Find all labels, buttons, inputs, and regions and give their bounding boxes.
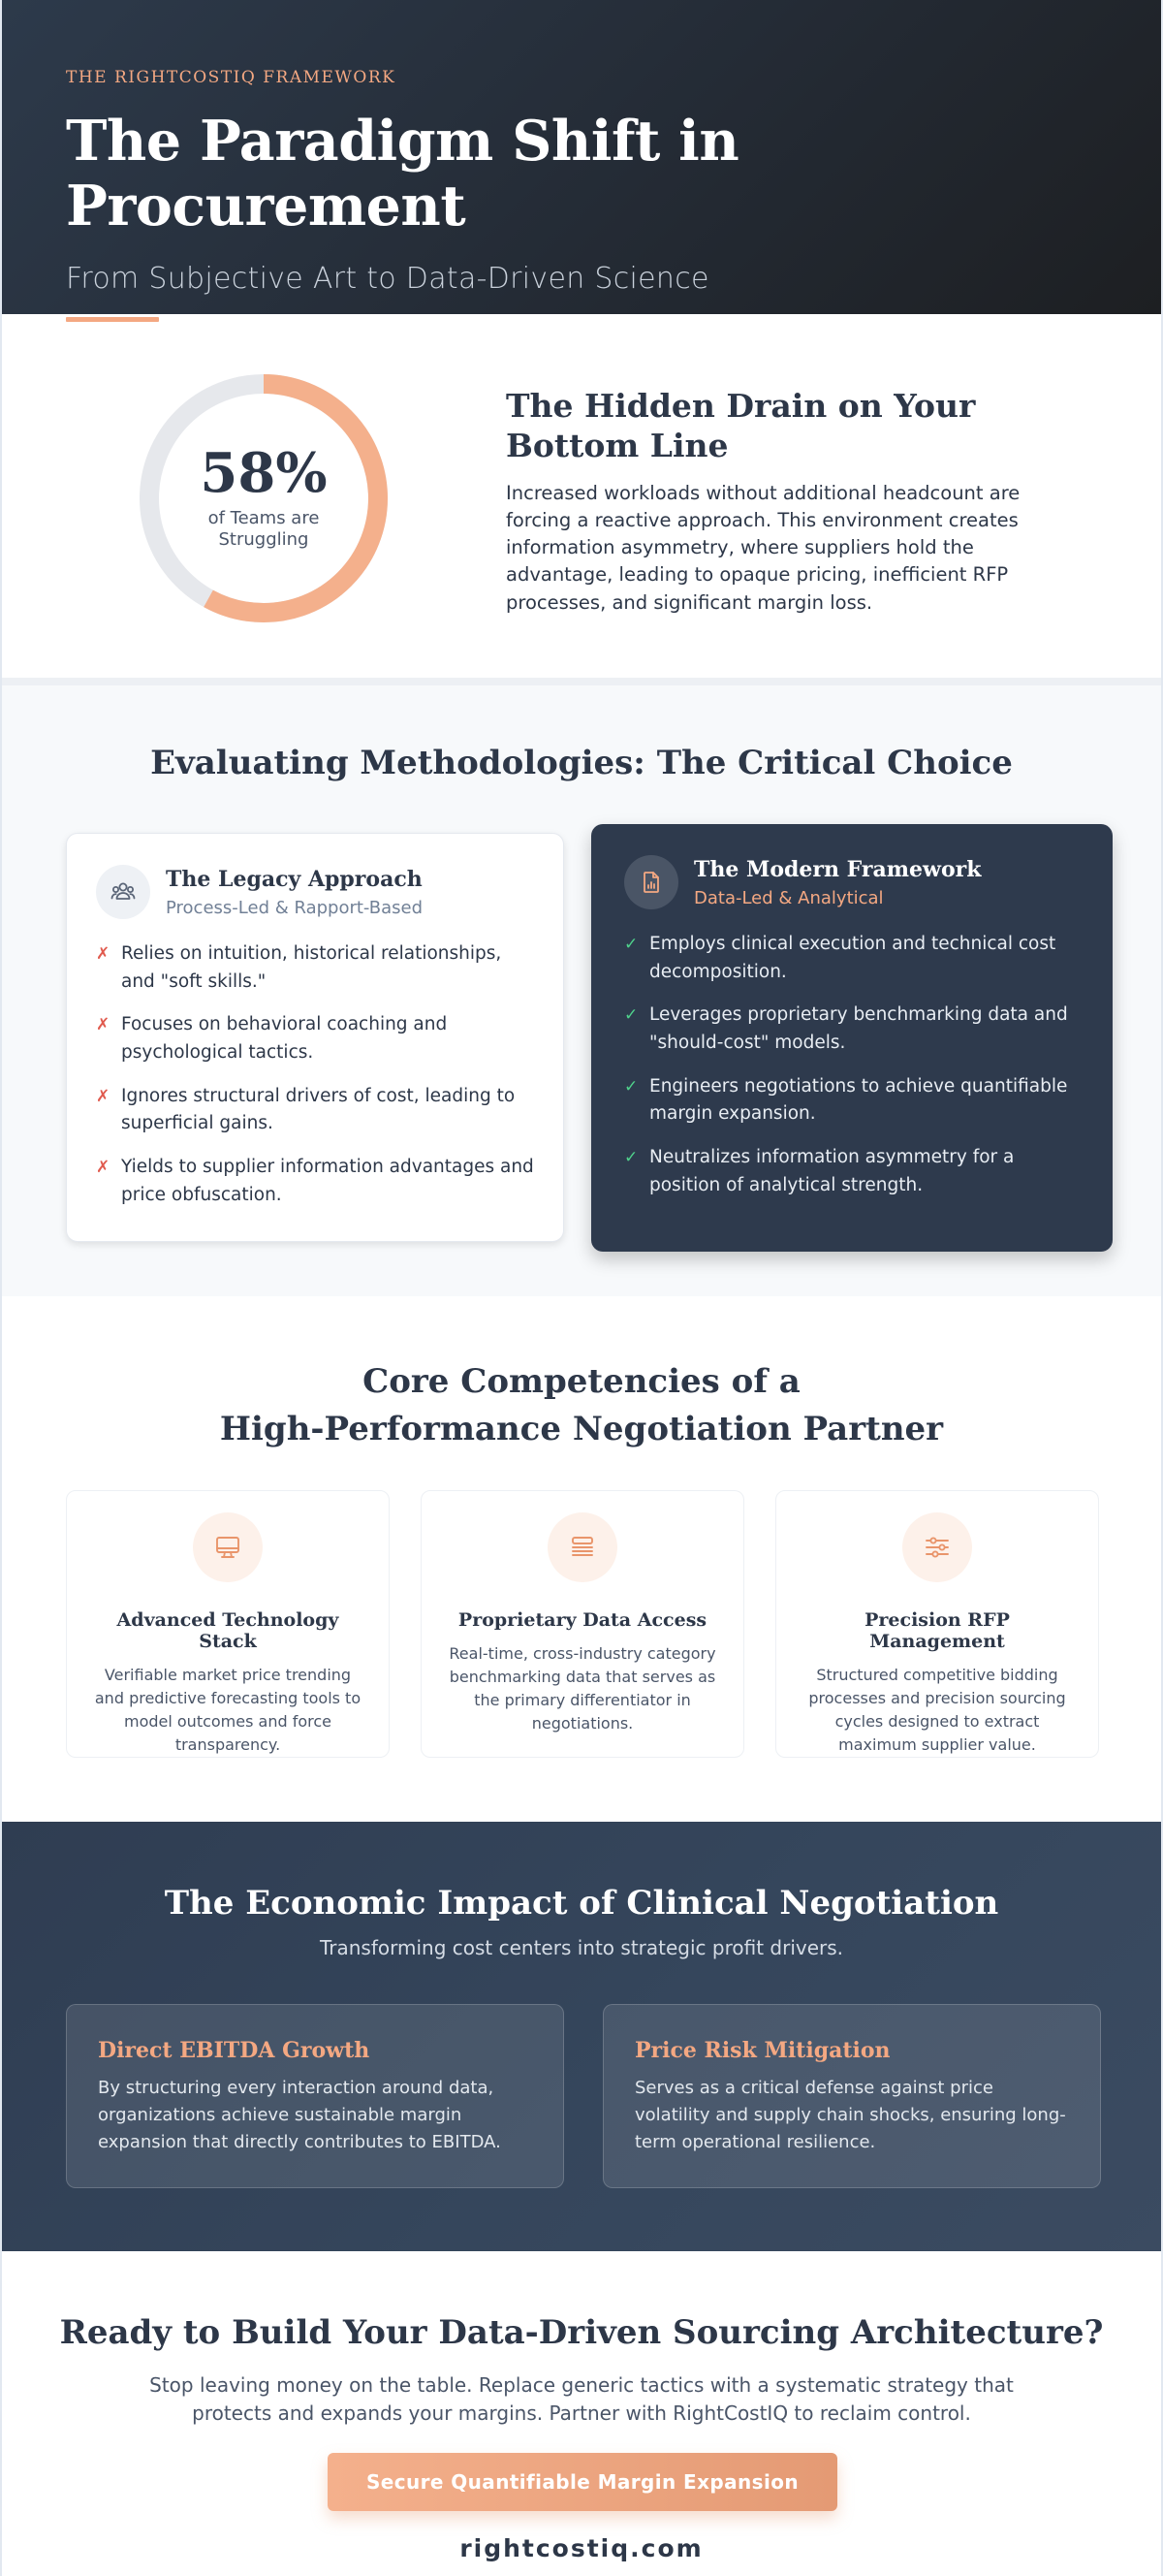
modern-bullet-text: Employs clinical execution and technical… xyxy=(649,934,1056,982)
donut-value: 58% xyxy=(200,440,328,505)
stat-title: The Hidden Drain on Your Bottom Line xyxy=(506,387,976,465)
impact-subtitle: Transforming cost centers into strategic… xyxy=(319,1936,844,1959)
modern-card: The Modern Framework Data-Led & Analytic… xyxy=(591,824,1113,1252)
cta-button[interactable]: Secure Quantifiable Margin Expansion xyxy=(328,2453,837,2511)
competency-card-technology: Advanced Technology Stack Verifiable mar… xyxy=(66,1490,390,1758)
users-icon xyxy=(96,865,150,919)
donut-svg xyxy=(140,374,388,622)
hero-subtitle: From Subjective Art to Data-Driven Scien… xyxy=(66,262,709,296)
competencies-title-line2: High-Performance Negotiation Partner xyxy=(219,1410,944,1449)
list-item: ✓ Neutralizes information asymmetry for a… xyxy=(624,1144,1080,1199)
list-item: ✗ Ignores structural drivers of cost, lea… xyxy=(96,1083,534,1138)
cross-icon: ✗ xyxy=(96,1015,110,1035)
desktop-icon xyxy=(193,1512,263,1582)
list-item: ✗ Relies on intuition, historical relatio… xyxy=(96,940,534,996)
methods-title: Evaluating Methodologies: The Critical C… xyxy=(150,744,1013,782)
impact-section: The Economic Impact of Clinical Negotiat… xyxy=(2,1822,1161,2251)
impact-card-body: Serves as a critical defense against pri… xyxy=(635,2078,1066,2152)
impact-card-title: Direct EBITDA Growth xyxy=(98,2038,370,2063)
hero-eyebrow: THE RIGHTCOSTIQ FRAMEWORK xyxy=(66,68,396,87)
list-item: ✓ Employs clinical execution and technica… xyxy=(624,931,1080,986)
check-icon: ✓ xyxy=(624,1076,639,1097)
competencies-section: Core Competencies of a High-Performance … xyxy=(2,1296,1161,1822)
impact-card-ebitda: Direct EBITDA Growth By structuring ever… xyxy=(66,2004,564,2188)
list-item: ✗ Focuses on behavioral coaching and psyc… xyxy=(96,1011,534,1066)
list-item: ✓ Leverages proprietary benchmarking data… xyxy=(624,1002,1080,1057)
legacy-bullet-text: Focuses on behavioral coaching and psych… xyxy=(121,1014,448,1064)
methods-section: Evaluating Methodologies: The Critical C… xyxy=(2,685,1161,1296)
competency-body: Verifiable market price trending and pre… xyxy=(94,1666,361,1754)
cta-title: Ready to Build Your Data-Driven Sourcing… xyxy=(59,2313,1104,2352)
cross-icon: ✗ xyxy=(96,1086,110,1106)
hero-accent-line xyxy=(66,317,159,322)
impact-title: The Economic Impact of Clinical Negotiat… xyxy=(164,1884,999,1923)
stat-copy: The Hidden Drain on Your Bottom Line Inc… xyxy=(506,386,1058,617)
check-icon: ✓ xyxy=(624,1148,639,1168)
impact-card-risk: Price Risk Mitigation Serves as a critic… xyxy=(603,2004,1101,2188)
document-chart-icon xyxy=(624,855,678,909)
donut-chart: 58% of Teams are Struggling xyxy=(138,372,390,624)
impact-card-title: Price Risk Mitigation xyxy=(635,2038,891,2063)
cta-section: Ready to Build Your Data-Driven Sourcing… xyxy=(2,2251,1161,2576)
competency-title: Precision RFP Management xyxy=(864,1609,1010,1652)
competency-body: Real-time, cross-industry category bench… xyxy=(449,1644,716,1733)
modern-bullet-text: Engineers negotiations to achieve quanti… xyxy=(649,1075,1068,1125)
donut-progress-arc xyxy=(140,374,388,622)
modern-card-header: The Modern Framework Data-Led & Analytic… xyxy=(624,855,1080,909)
impact-card-body: By structuring every interaction around … xyxy=(98,2078,501,2152)
legacy-bullet-text: Relies on intuition, historical relation… xyxy=(121,943,502,992)
stat-section: 58% of Teams are Struggling The Hidden D… xyxy=(2,314,1161,685)
cross-icon: ✗ xyxy=(96,944,110,964)
legacy-card-subtitle: Process-Led & Rapport-Based xyxy=(166,897,424,918)
legacy-bullet-text: Yields to supplier information advantage… xyxy=(121,1157,534,1205)
modern-bullet-text: Leverages proprietary benchmarking data … xyxy=(649,1004,1068,1054)
competencies-title-line1: Core Competencies of a xyxy=(362,1362,801,1401)
competency-body: Structured competitive bidding processes… xyxy=(808,1666,1066,1754)
list-item: ✗ Yields to supplier information advantag… xyxy=(96,1154,534,1209)
hero-header: THE RIGHTCOSTIQ FRAMEWORK The Paradigm S… xyxy=(2,0,1161,322)
site-link[interactable]: rightcostiq.com xyxy=(459,2534,704,2562)
competency-card-data: Proprietary Data Access Real-time, cross… xyxy=(421,1490,744,1758)
sliders-icon xyxy=(902,1512,972,1582)
legacy-card-header: The Legacy Approach Process-Led & Rappor… xyxy=(96,865,534,919)
legacy-bullet-list: ✗ Relies on intuition, historical relatio… xyxy=(96,940,534,1209)
modern-card-title: The Modern Framework xyxy=(694,856,982,882)
competency-title: Advanced Technology Stack xyxy=(116,1609,339,1652)
donut-center: 58% of Teams are Struggling xyxy=(138,372,390,624)
competencies-title: Core Competencies of a High-Performance … xyxy=(2,1358,1161,1454)
list-item: ✓ Engineers negotiations to achieve quant… xyxy=(624,1073,1080,1129)
hero-title: The Paradigm Shift in Procurement xyxy=(66,109,739,239)
legacy-card-title: The Legacy Approach xyxy=(166,866,423,892)
modern-bullet-list: ✓ Employs clinical execution and technica… xyxy=(624,931,1080,1199)
competency-title: Proprietary Data Access xyxy=(457,1609,707,1631)
competency-card-rfp: Precision RFP Management Structured comp… xyxy=(775,1490,1099,1758)
legacy-bullet-text: Ignores structural drivers of cost, lead… xyxy=(121,1085,516,1134)
stat-body: Increased workloads without additional h… xyxy=(506,481,1021,614)
donut-label: of Teams are Struggling xyxy=(207,507,320,551)
check-icon: ✓ xyxy=(624,1005,639,1026)
check-icon: ✓ xyxy=(624,935,639,954)
database-icon xyxy=(548,1512,617,1582)
modern-card-subtitle: Data-Led & Analytical xyxy=(694,887,884,908)
legacy-card: The Legacy Approach Process-Led & Rappor… xyxy=(66,833,564,1242)
cross-icon: ✗ xyxy=(96,1158,110,1178)
cta-body: Stop leaving money on the table. Replace… xyxy=(149,2373,1014,2425)
modern-bullet-text: Neutralizes information asymmetry for a … xyxy=(649,1147,1015,1195)
